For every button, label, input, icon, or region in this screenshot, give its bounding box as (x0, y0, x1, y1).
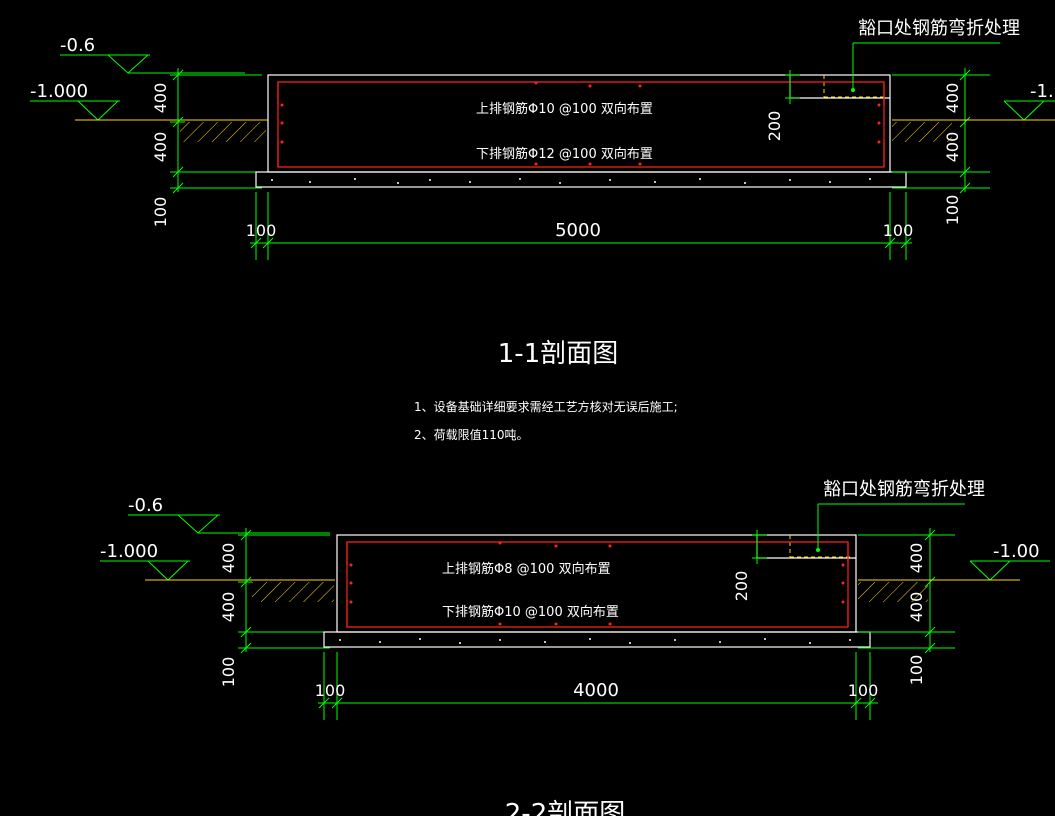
dimension-label: 400 (907, 592, 926, 623)
elevation-label: -0.6 (128, 495, 163, 516)
dimension-label: 100 (883, 221, 914, 240)
dimension-right-vertical: 400 400 100 (892, 68, 990, 225)
elevation-label: -1.000 (30, 81, 88, 102)
blinding-layer (255, 171, 907, 188)
elevation-label: -0.6 (60, 35, 95, 56)
dimension-label: 400 (219, 543, 238, 574)
dimension-left-vertical: 400 400 100 (151, 68, 262, 227)
section-2-2: -0.6 -1.000 400 400 100 (100, 479, 1050, 816)
dimension-label: 400 (943, 132, 962, 163)
dimension-label: 100 (151, 197, 170, 228)
soil-hatch-left (252, 582, 334, 602)
rebar-dots (280, 81, 881, 166)
rebar-bottom-label: 下排钢筋Φ12 @100 双向布置 (476, 146, 653, 162)
elevation-marker-ground-right: -1.00 (858, 541, 1050, 581)
dimension-right-vertical: 400 400 100 (858, 528, 955, 685)
note-line: 1、设备基础详细要求需经工艺方核对无误后施工; (414, 399, 678, 414)
dimension-label: 400 (907, 543, 926, 574)
dimension-label: 200 (732, 571, 751, 602)
section-1-1: -0.6 -1.000 400 400 100 (30, 18, 1055, 369)
soil-hatch-right (858, 582, 928, 602)
notch-leader: 豁口处钢筋弯折处理 (851, 18, 1020, 92)
dimension-label: 100 (907, 655, 926, 686)
elevation-marker-ground-left: -1.000 (100, 541, 335, 581)
concrete-aggregate-dots (339, 638, 851, 644)
dimension-label: 400 (219, 592, 238, 623)
dimension-label: 100 (315, 681, 346, 700)
section-title: 2-2剖面图 (505, 799, 625, 816)
section-title: 1-1剖面图 (498, 339, 618, 369)
elevation-marker-top-left: -0.6 (60, 35, 245, 74)
dimension-label: 200 (765, 111, 784, 142)
rebar-top-label: 上排钢筋Φ10 @100 双向布置 (476, 101, 653, 117)
concrete-aggregate-dots (271, 178, 871, 184)
blinding-layer (323, 631, 871, 648)
dimension-label: 400 (151, 83, 170, 114)
rebar-top-label: 上排钢筋Φ8 @100 双向布置 (442, 561, 611, 577)
elevation-label: -1.000 (100, 541, 158, 562)
notch-note: 豁口处钢筋弯折处理 (858, 18, 1020, 39)
general-notes: 1、设备基础详细要求需经工艺方核对无误后施工; 2、荷载限值110吨。 (414, 399, 678, 442)
dimension-left-vertical: 400 400 100 (219, 528, 330, 687)
elevation-label: -1. (1030, 81, 1054, 102)
elevation-marker-ground-left: -1.000 (30, 81, 268, 121)
dimension-horizontal: 100 4000 100 (315, 652, 879, 720)
soil-hatch-left (180, 122, 266, 142)
dimension-label: 100 (219, 657, 238, 688)
dimension-horizontal: 100 5000 100 (246, 192, 914, 260)
elevation-label: -1.00 (993, 541, 1040, 562)
dimension-label: 4000 (573, 680, 619, 701)
soil-hatch-right (892, 122, 952, 142)
notch-leader: 豁口处钢筋弯折处理 (816, 479, 985, 552)
dimension-label: 100 (848, 681, 879, 700)
dimension-notch: 200 (765, 70, 800, 141)
notch-note: 豁口处钢筋弯折处理 (823, 479, 985, 500)
dimension-label: 400 (151, 132, 170, 163)
rebar-bottom-label: 下排钢筋Φ10 @100 双向布置 (442, 604, 619, 620)
dimension-label: 400 (943, 83, 962, 114)
dimension-notch: 200 (732, 530, 767, 601)
elevation-marker-top-left: -0.6 (128, 495, 330, 534)
dimension-label: 100 (943, 195, 962, 226)
dimension-label: 100 (246, 221, 277, 240)
rebar-dots (349, 541, 845, 626)
dimension-label: 5000 (555, 220, 601, 241)
elevation-marker-ground-right: -1. (892, 81, 1055, 121)
note-line: 2、荷载限值110吨。 (414, 427, 529, 442)
